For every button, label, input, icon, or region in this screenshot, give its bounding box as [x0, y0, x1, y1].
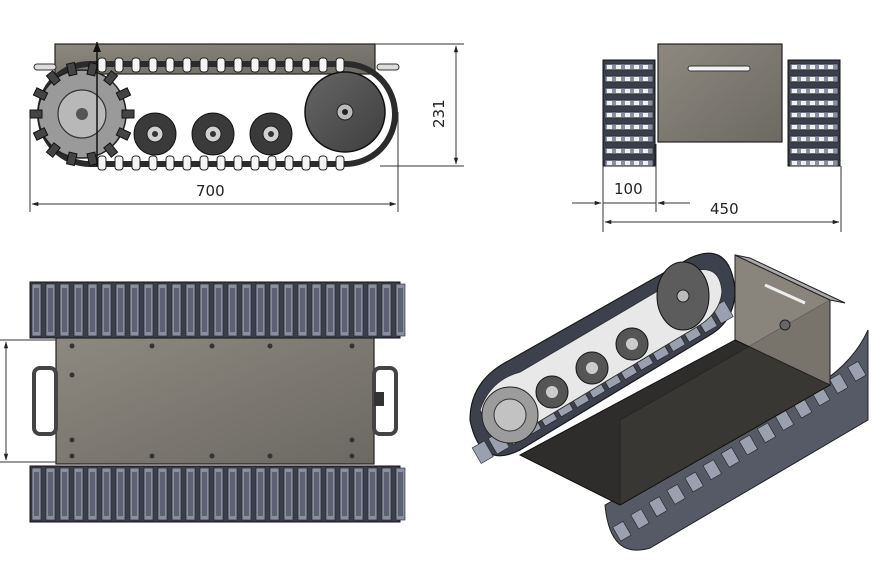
side-track-teeth-top: [97, 57, 345, 73]
dim-track-label: 100: [614, 180, 643, 198]
side-road-wheel-2: [191, 112, 235, 156]
side-road-wheel-3: [249, 112, 293, 156]
side-track-teeth-bottom: [97, 155, 345, 171]
front-view: 100 450: [572, 43, 842, 232]
dim-width-label: 450: [710, 200, 739, 218]
top-body-plate: [55, 337, 375, 465]
front-track-left: [602, 59, 656, 167]
iso-body: [518, 254, 846, 506]
top-view: [0, 281, 406, 523]
side-idler-wheel: [304, 71, 386, 153]
dim-height-label: 231: [430, 99, 448, 128]
dimension-width: 450: [604, 166, 842, 232]
front-track-right: [787, 59, 841, 167]
dimension-length: 700: [29, 112, 399, 212]
iso-sprocket: [481, 386, 539, 444]
side-view: 700 231: [29, 42, 464, 212]
iso-idler: [656, 261, 710, 331]
top-track-lower: [29, 465, 406, 523]
side-road-wheel-1: [133, 112, 177, 156]
dimension-track-width: 100: [572, 144, 690, 232]
side-sprocket: [29, 61, 135, 167]
iso-road-wheels: [535, 327, 649, 409]
top-track-upper: [29, 281, 406, 339]
iso-track-left: [469, 252, 736, 464]
isometric-view: [469, 252, 869, 551]
dim-length-label: 700: [196, 182, 225, 200]
dimension-height: 231: [375, 43, 464, 167]
front-body-plate: [657, 43, 783, 143]
